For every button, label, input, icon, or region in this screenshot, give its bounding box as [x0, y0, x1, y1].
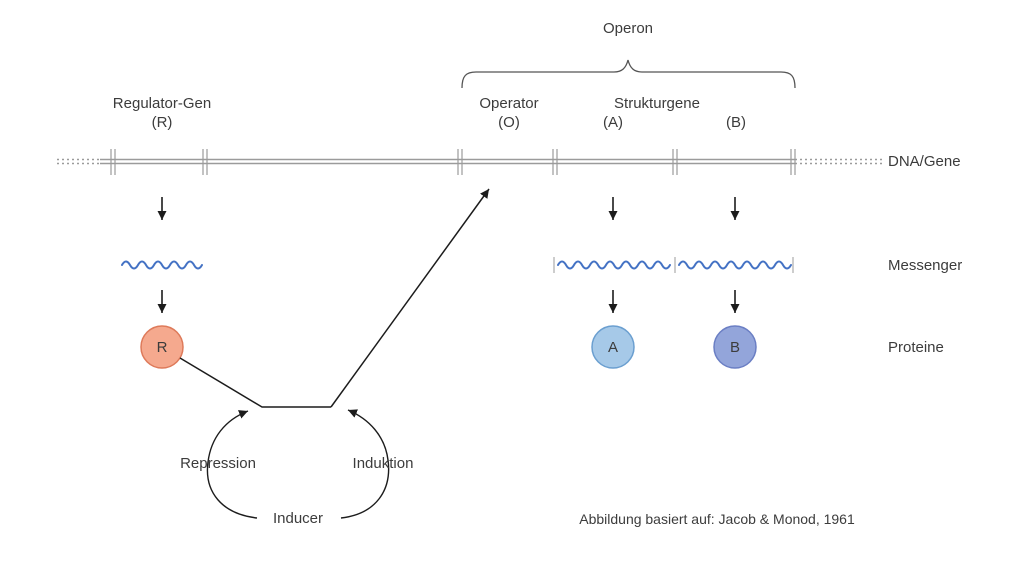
induction-arc [340, 409, 390, 519]
protein-a-label: A [608, 339, 618, 356]
messenger-end-ticks [553, 257, 794, 273]
caption: Abbildung basiert auf: Jacob & Monod, 19… [579, 511, 855, 527]
mrna-regulator [121, 260, 203, 270]
repressor-path [179, 357, 331, 408]
operon-title: Operon [603, 20, 653, 37]
operon-brace [461, 59, 796, 89]
repression-arc [206, 410, 258, 519]
inducer-label: Inducer [273, 510, 323, 527]
induction-label: Induktion [353, 455, 414, 472]
protein-a: A [591, 325, 635, 369]
proteins-row-label: Proteine [888, 339, 944, 356]
protein-r-circle [140, 325, 184, 369]
protein-b: B [713, 325, 757, 369]
repression-arrow-to-operator [330, 188, 490, 408]
gene-b-symbol: (B) [726, 114, 746, 131]
dna-row-label: DNA/Gene [888, 153, 961, 170]
regulator-gene-label: Regulator-Gen [113, 95, 211, 112]
messenger-row-label: Messenger [888, 257, 962, 274]
mrna-gene-a [557, 260, 671, 270]
repression-pathway [179, 188, 490, 408]
protein-r: R [140, 325, 184, 369]
protein-b-label: B [730, 339, 740, 356]
transcription-arrows [157, 197, 740, 220]
operator-symbol: (O) [498, 114, 520, 131]
structural-genes-label: Strukturgene [614, 95, 700, 112]
mrna-layer [121, 260, 792, 270]
gene-boundary-tick [110, 149, 796, 175]
mrna-gene-b [678, 260, 792, 270]
gene-a-symbol: (A) [603, 114, 623, 131]
operator-label: Operator [479, 95, 538, 112]
protein-b-circle [713, 325, 757, 369]
protein-a-circle [591, 325, 635, 369]
repression-label: Repression [180, 455, 256, 472]
translation-arrows [157, 290, 740, 313]
regulator-gene-symbol: (R) [152, 114, 173, 131]
dna-strand [57, 149, 882, 175]
regulation-cycle [206, 409, 390, 519]
protein-r-label: R [157, 339, 168, 356]
